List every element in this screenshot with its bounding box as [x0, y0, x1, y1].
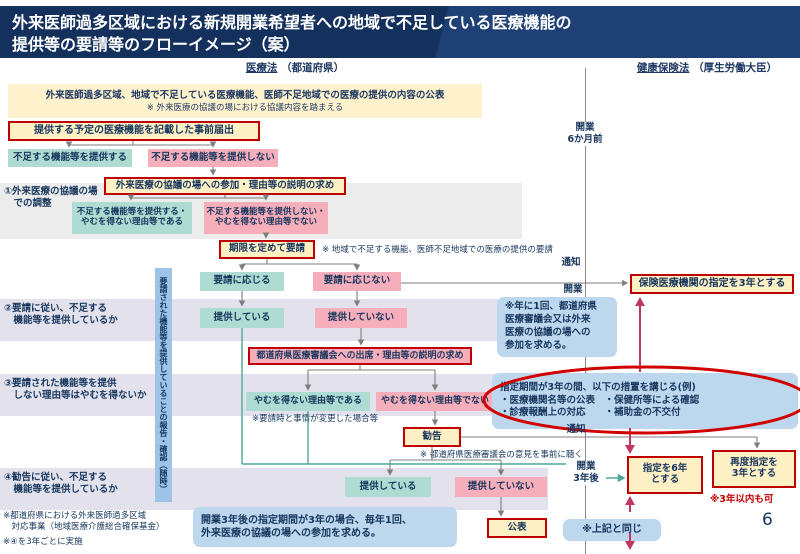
section3-yes-box: やむを得ない理由等である — [246, 392, 370, 411]
publication-band: 外来医師過多区域、地域で不足している医療機能、医師不足地域での医療の提供の内容の… — [8, 84, 482, 118]
timeline-three-years: 開業 3年後 — [566, 461, 606, 485]
report-confirmation-strip: 要請された機能等を提供していることの報告・確認（随時） — [155, 268, 172, 502]
council-request-box: 都道府県医療審議会への出席・理由等の説明の求め — [248, 347, 472, 365]
medical-law-authority: （都道府県） — [281, 62, 345, 74]
section2-yes-box: 提供している — [200, 308, 284, 328]
insurance-law-label: 健康保険法 — [636, 62, 690, 74]
annual-participation-bubble: ※年に1回、都道府県 医療審議会又は外来 医療の協議の場への 参加を求める。 — [497, 297, 617, 357]
timeline-opening: 開業 — [563, 284, 583, 295]
section4-label: ④勧告に従い、不足する 機能等を提供しているか — [4, 472, 118, 495]
measures-bubble: 指定期間が3年の間、以下の措置を講じる(例) ・医療機関名等の公表 ・保健所等に… — [492, 373, 798, 429]
deadline-request-box: 期限を定めて要請 — [219, 240, 315, 259]
designation6-box: 指定を6年 とする — [627, 456, 703, 494]
publication-note: ※ 外来医療の協議の場における協議内容を踏まえる — [146, 103, 344, 113]
section3-yes-note: ※要請時と事情が変更した場合等 — [252, 414, 379, 424]
section2-label: ②要請に従い、不足する 機能等を提供しているか — [4, 303, 118, 326]
section4-no-box: 提供していない — [455, 477, 547, 497]
section3-label: ③要請された機能等を提供 しない理由等はやむを得ないか — [4, 378, 147, 401]
section3-no-box: やむを得ない理由等でない — [376, 392, 494, 411]
prior-notification-box: 提供する予定の医療機能を記載した事前届出 — [8, 121, 260, 141]
section1-yes-box: 不足する機能等を提供する・ やむを得ない理由等である — [72, 202, 192, 234]
timeline-six-months: 開業 6か月前 — [558, 122, 612, 146]
page-title: 外来医師過多区域における新規開業希望者への地域で不足している医療機能の 提供等の… — [0, 6, 800, 58]
section2-no-box: 提供していない — [315, 308, 407, 328]
page-number: 6 — [762, 510, 773, 530]
recommendation-box: 勧告 — [403, 427, 461, 447]
redesignation3-box: 再度指定を 3年とする — [712, 450, 796, 488]
bottom-note-1: ※都道府県における外来医師過多区域 対応事業（地域医療介護総合確保基金） — [3, 511, 165, 533]
timeline-notice-1: 通知 — [561, 257, 581, 268]
same-as-above-bubble: ※上記と同じ — [563, 519, 661, 541]
three-year-bubble: 開業3年後の指定期間が3年の場合、毎年1回、 外来医療の協議の場への参加を求める… — [193, 507, 457, 547]
accept-no-box: 要請に応じない — [313, 272, 401, 291]
provide-yes-box: 不足する機能等を提供する — [8, 149, 132, 167]
column-header-medical-law: 医療法 （都道府県） — [210, 60, 380, 75]
redesignation-note: ※3年以内も可 — [710, 494, 774, 505]
publication2-box: 公表 — [487, 518, 547, 538]
publication-main: 外来医師過多区域、地域で不足している医療機能、医師不足地域での医療の提供の内容の… — [45, 90, 445, 101]
bottom-note-2: ※④を3年ごとに実施 — [3, 537, 83, 547]
column-header-insurance-law: 健康保険法 （厚生労働大臣） — [616, 60, 798, 75]
section4-yes-box: 提供している — [345, 477, 431, 497]
recommendation-note: ※ 都道府県医療審議会の意見を事前に聴く — [420, 450, 583, 460]
provide-no-box: 不足する機能等を提供しない — [148, 149, 278, 167]
participation-request-box: 外来医療の協議の場への参加・理由等の説明の求め — [104, 177, 346, 195]
deadline-request-note: ※ 地域で不足する機能、医師不足地域での医療の提供の要請 — [322, 245, 553, 255]
timeline-notice-2: 通知 — [566, 424, 586, 435]
accept-yes-box: 要請に応じる — [200, 272, 284, 291]
designation3-box: 保険医療機関の指定を3年とする — [630, 274, 794, 294]
section1-label: ①外来医療の協議の場 での調整 — [4, 186, 98, 209]
section1-no-box: 不足する機能等を提供しない・ やむを得ない理由等でない — [204, 202, 328, 234]
insurance-law-authority: （厚生労働大臣） — [693, 62, 778, 74]
medical-law-label: 医療法 — [245, 62, 278, 74]
